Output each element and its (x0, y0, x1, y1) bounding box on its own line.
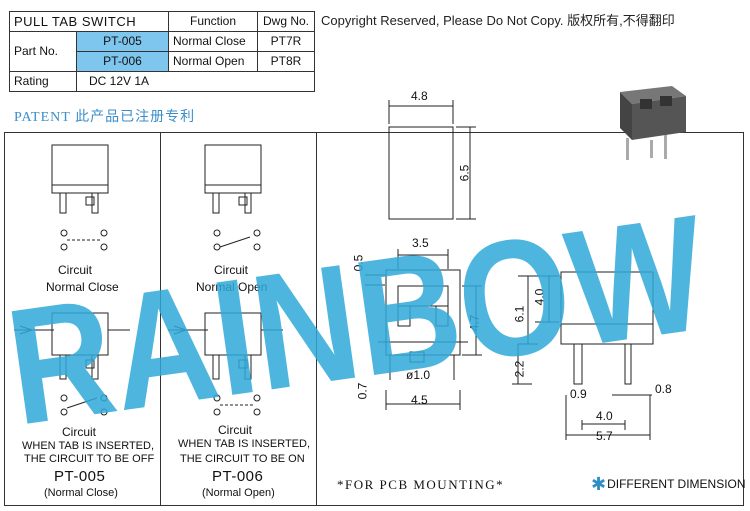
asterisk-icon: ✱ (591, 474, 607, 494)
switch-drawing-pt006-inserted (168, 312, 283, 380)
spec-table: PULL TAB SWITCH Function Dwg No. Part No… (9, 11, 315, 92)
dimension-label: 6.1 (512, 305, 527, 323)
note-line: WHEN TAB IS INSERTED, (22, 440, 155, 452)
dimension-label: 5.7 (596, 429, 613, 443)
dimension-label: 4.7 (467, 314, 482, 332)
note-line: THE CIRCUIT TO BE ON (180, 453, 305, 465)
circuit-label: Circuit (62, 425, 97, 439)
circuit-label: Circuit (58, 263, 93, 277)
part-subtitle: (Normal Close) (44, 487, 118, 499)
dimension-label: 0.8 (655, 382, 672, 396)
dimension-label: 0.9 (570, 387, 587, 401)
circuit-symbol (213, 394, 261, 416)
note-line: WHEN TAB IS INSERTED, (178, 438, 311, 450)
circuit-symbol (60, 229, 108, 251)
top-view (388, 100, 476, 220)
dimension-label: 0.7 (355, 382, 370, 400)
part-number: PT-005 (54, 468, 106, 485)
patent-notice: PATENT 此产品已注册专利 (14, 110, 196, 125)
dimension-label: 6.5 (457, 164, 472, 182)
pcb-mounting-note: *FOR PCB MOUNTING* (337, 477, 505, 492)
copyright-notice: Copyright Reserved, Please Do Not Copy. … (321, 13, 675, 28)
part-number: PT-006 (212, 468, 264, 485)
dimension-label: 0.5 (351, 254, 366, 272)
circuit-symbol (60, 394, 108, 416)
dimension-label: 4.0 (532, 288, 547, 306)
dimension-label: 4.8 (411, 89, 428, 103)
switch-drawing-pt005-inserted (14, 312, 130, 380)
switch-drawing-pt006-top (204, 144, 262, 214)
dimension-label: ø1.0 (406, 368, 431, 382)
panel-divider (316, 132, 317, 506)
circuit-label: Circuit (214, 263, 249, 277)
front-view (365, 249, 482, 410)
part-cell: PT-005 (76, 31, 169, 52)
different-dimension-label: DIFFERENT DIMENSION (607, 477, 746, 491)
circuit-symbol (213, 229, 261, 251)
function-cell: Normal Open (168, 51, 258, 72)
dwg-cell: PT7R (257, 31, 315, 52)
rating-label: Rating (9, 71, 77, 92)
dimension-label: 4.0 (596, 409, 613, 423)
function-cell: Normal Close (168, 31, 258, 52)
dimension-label: 4.5 (411, 393, 428, 407)
rating-value: DC 12V 1A (76, 71, 315, 92)
circuit-label: Circuit (218, 423, 253, 437)
panel-divider (160, 132, 161, 506)
state-label: Normal Close (46, 280, 119, 294)
drawing-frame (4, 132, 744, 506)
state-label: Normal Open (196, 280, 268, 294)
different-dimension-note: ✱DIFFERENT DIMENSION (591, 474, 746, 495)
part-subtitle: (Normal Open) (202, 487, 275, 499)
dimension-label: 3.5 (412, 236, 429, 250)
note-line: THE CIRCUIT TO BE OFF (24, 453, 155, 465)
switch-drawing-pt005-top (51, 144, 109, 214)
dimension-label: 2.2 (512, 360, 527, 378)
side-view (512, 271, 654, 440)
